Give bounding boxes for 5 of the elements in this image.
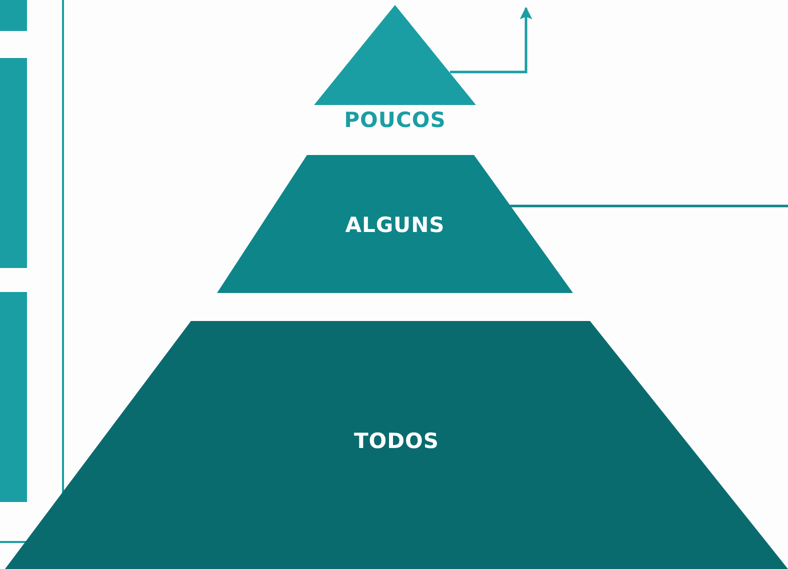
arrow bbox=[450, 6, 532, 74]
tier-label: ALGUNS bbox=[344, 213, 446, 237]
tier-label: POUCOS bbox=[343, 108, 447, 132]
connector-line bbox=[510, 204, 788, 208]
tier-label: TODOS bbox=[352, 429, 440, 453]
